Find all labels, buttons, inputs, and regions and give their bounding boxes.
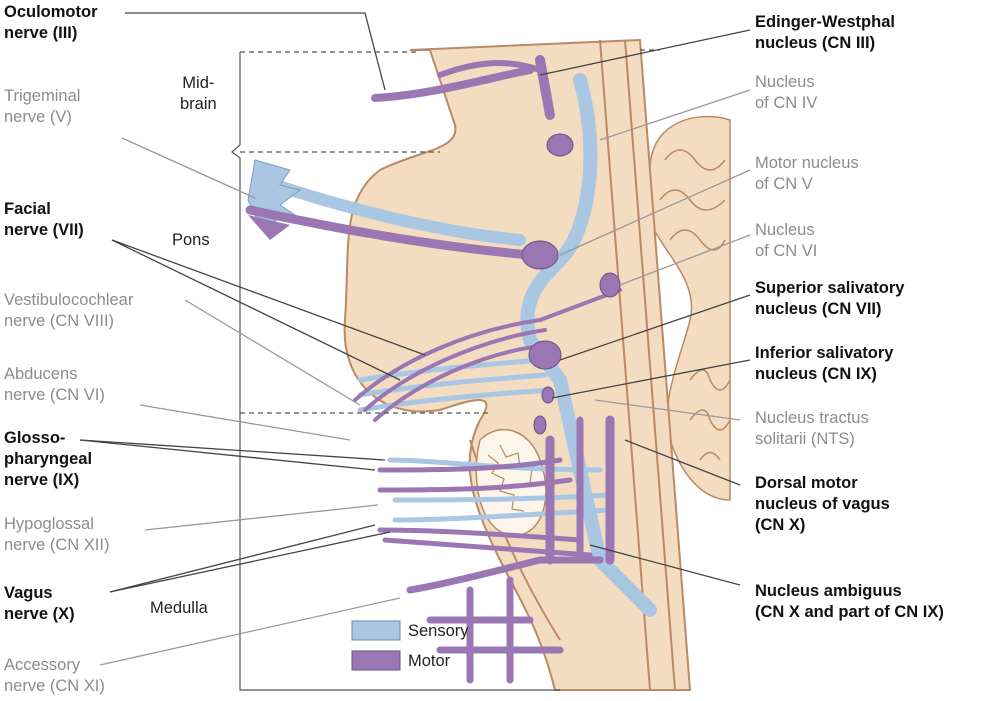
label-glossopharyngeal-nerve: Glosso- pharyngeal nerve (IX) [4,429,93,489]
label-nucleus-cn-iv: Nucleus of CN IV [755,73,818,112]
legend-motor-swatch [351,650,401,671]
label-inferior-salivatory-nucleus: Inferior salivatory nucleus (CN IX) [755,344,894,383]
legend-sensory-label: Sensory [408,622,469,640]
label-dorsal-motor-nucleus-vagus: Dorsal motor nucleus of vagus (CN X) [755,474,890,534]
leader-lines-left [79,12,426,666]
legend-motor-label: Motor [408,652,451,670]
region-medulla: Medulla [150,599,208,617]
motor-pathways [245,55,622,684]
leader-lines-right [539,29,751,586]
legend-sensory-swatch [351,620,401,641]
trigeminal-motor-root-shape [248,215,290,240]
region-brackets [231,49,660,691]
label-nucleus-ambiguus: Nucleus ambiguus (CN X and part of CN IX… [755,582,944,621]
region-midbrain: Mid- brain [180,74,217,113]
nuclei [521,133,621,435]
label-vestibulocochlear-nerve: Vestibulocochlear nerve (CN VIII) [4,291,134,330]
label-trigeminal-nerve: Trigeminal nerve (V) [4,87,81,126]
label-superior-salivatory-nucleus: Superior salivatory nucleus (CN VII) [755,279,905,318]
label-vagus-nerve: Vagus nerve (X) [4,584,75,623]
label-oculomotor-nerve: Oculomotor nerve (III) [4,3,98,42]
label-edinger-westphal-nucleus: Edinger-Westphal nucleus (CN III) [755,13,895,52]
label-nucleus-cn-vi: Nucleus of CN VI [755,221,818,260]
region-pons: Pons [172,231,210,249]
label-motor-nucleus-cn-v: Motor nucleus of CN V [755,154,859,193]
label-abducens-nerve: Abducens nerve (CN VI) [4,365,105,404]
label-hypoglossal-nerve: Hypoglossal nerve (CN XII) [4,515,110,554]
label-accessory-nerve: Accessory nerve (CN XI) [4,656,105,695]
label-facial-nerve: Facial nerve (VII) [4,200,84,239]
label-nucleus-tractus-solitarii: Nucleus tractus solitarii (NTS) [755,409,869,448]
